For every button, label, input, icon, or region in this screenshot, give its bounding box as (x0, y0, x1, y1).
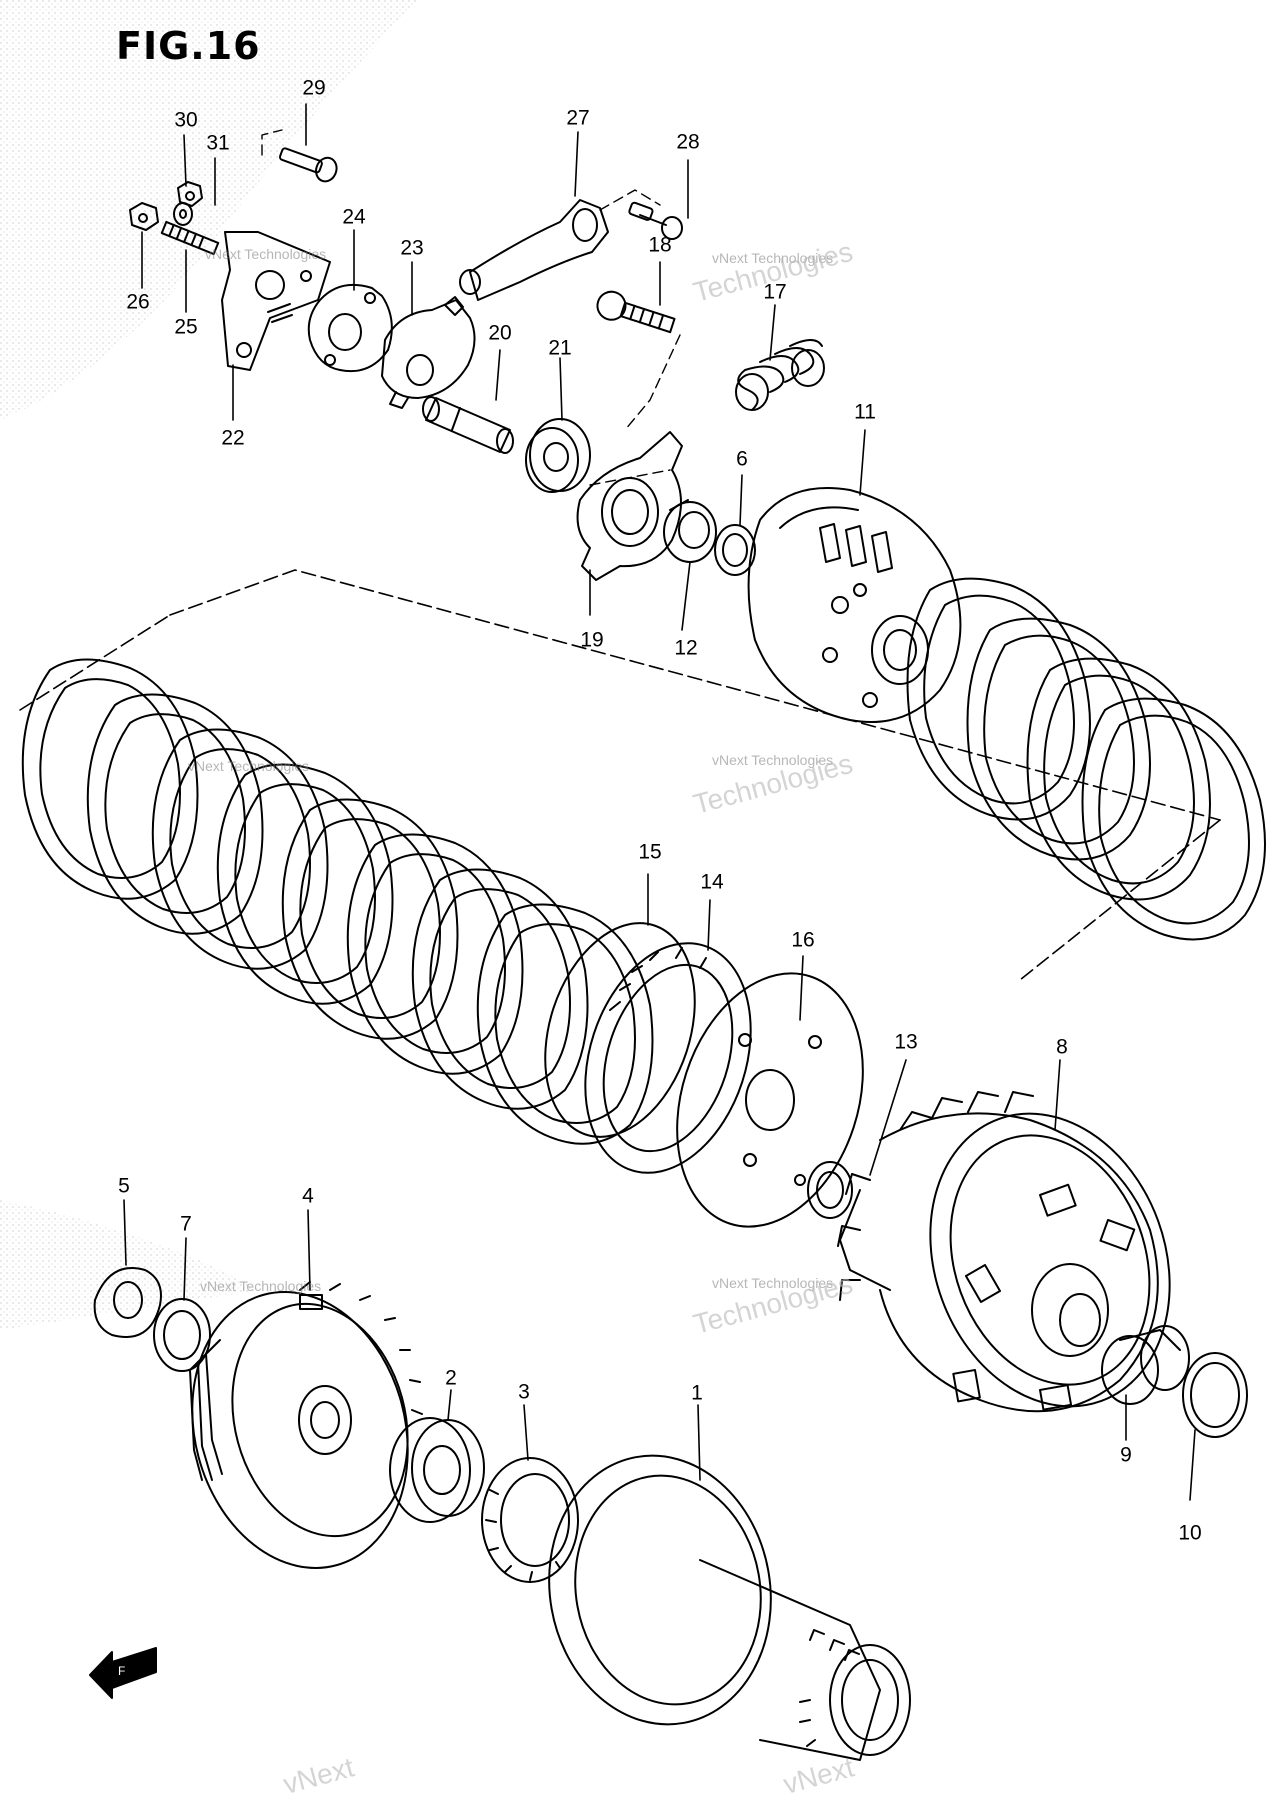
figure-title: FIG.16 (116, 24, 261, 68)
callout-28: 28 (676, 130, 700, 154)
plate-left-2 (86, 693, 264, 935)
callout-18: 18 (648, 233, 672, 257)
part-31-washer (173, 202, 193, 226)
front-direction-arrow-icon: F (89, 1647, 157, 1699)
part-1-drive-housing (548, 1454, 911, 1761)
watermark: vNext Technologies (205, 246, 327, 262)
leader-lines-dashed (261, 129, 681, 486)
callout-16: 16 (791, 928, 815, 952)
plate-left-5 (281, 798, 459, 1040)
watermark: vNext Technologies (712, 1275, 834, 1291)
callout-9: 9 (1120, 1443, 1132, 1467)
plate-left-6 (346, 833, 524, 1075)
plate-left-7 (411, 868, 589, 1110)
plate-left-3 (151, 728, 329, 970)
plate-right-4 (1081, 697, 1266, 941)
callout-2: 2 (445, 1366, 457, 1390)
part-16-seat-plate (676, 972, 864, 1228)
callout-17: 17 (763, 280, 787, 304)
callout-14: 14 (700, 870, 724, 894)
callout-12: 12 (674, 636, 698, 660)
callout-29: 29 (302, 76, 326, 100)
part-18-bolt (596, 290, 676, 334)
part-28-bolt (628, 201, 683, 240)
part-27-release-arm (459, 199, 609, 301)
callout-27: 27 (566, 106, 590, 130)
callout-26: 26 (126, 290, 150, 314)
callout-31: 31 (206, 131, 230, 155)
callout-25: 25 (174, 315, 198, 339)
clutch-plate-stack (21, 577, 1266, 1145)
callout-23: 23 (400, 236, 424, 260)
stipple-background-lower (0, 1200, 260, 1330)
part-4-driven-assembly (189, 1281, 423, 1569)
plate-right-3 (1026, 657, 1211, 901)
part-12-bearing (663, 499, 717, 563)
watermark: vNext Technologies (200, 1278, 322, 1294)
callout-13: 13 (894, 1030, 918, 1054)
part-30-nut (177, 181, 203, 207)
part-15-wire-ring (544, 922, 696, 1138)
callout-6: 6 (736, 447, 748, 471)
callout-30: 30 (174, 108, 198, 132)
callout-19: 19 (580, 628, 604, 652)
watermark: vNext Technologies (712, 752, 834, 768)
part-3-one-way-clutch (481, 1457, 579, 1583)
part-5-nut (93, 1267, 162, 1338)
part-9-spacer (1101, 1325, 1190, 1405)
plate-left-8 (476, 903, 654, 1145)
part-26-nut (129, 202, 159, 231)
watermark: vNext Technologies (712, 250, 834, 266)
part-10-thrust-washer (1182, 1352, 1248, 1438)
watermark: vNext Technologies (188, 758, 310, 774)
part-21-bearing (525, 418, 591, 493)
callout-4: 4 (302, 1184, 314, 1208)
part-7-washer (153, 1298, 211, 1372)
svg-text:F: F (118, 1664, 125, 1678)
callout-7: 7 (180, 1212, 192, 1236)
part-29-bolt (278, 147, 338, 183)
part-19-release-plate (576, 431, 683, 581)
plate-left-1 (21, 658, 199, 900)
plate-right-2 (966, 617, 1151, 861)
callout-15: 15 (638, 840, 662, 864)
part-22-bracket (221, 231, 331, 371)
plate-pack-outline (19, 569, 1221, 981)
part-8-clutch-housing (837, 1091, 1171, 1413)
callout-24: 24 (342, 205, 366, 229)
plate-right-1 (906, 577, 1091, 821)
leader-lines (123, 103, 1196, 1501)
stipple-background (0, 0, 420, 420)
callout-21: 21 (548, 336, 572, 360)
plate-left-4 (216, 763, 394, 1005)
part-17-spring (735, 339, 825, 411)
callout-8: 8 (1056, 1035, 1068, 1059)
part-24-gasket (307, 284, 393, 372)
callout-10: 10 (1178, 1521, 1202, 1545)
callout-22: 22 (221, 426, 245, 450)
part-20-push-rod (422, 396, 514, 454)
part-23-release-cam (381, 296, 476, 409)
part-25-stud (160, 220, 220, 256)
part-13-washer (807, 1161, 853, 1219)
part-6-washer (714, 524, 756, 576)
part-14-spring-washer (584, 942, 752, 1174)
callout-3: 3 (518, 1380, 530, 1404)
callout-5: 5 (118, 1174, 130, 1198)
part-2-bearing (389, 1417, 485, 1523)
callout-11: 11 (854, 400, 876, 424)
callout-1: 1 (691, 1381, 703, 1405)
callout-20: 20 (488, 321, 512, 345)
part-11-pressure-plate (747, 487, 962, 723)
